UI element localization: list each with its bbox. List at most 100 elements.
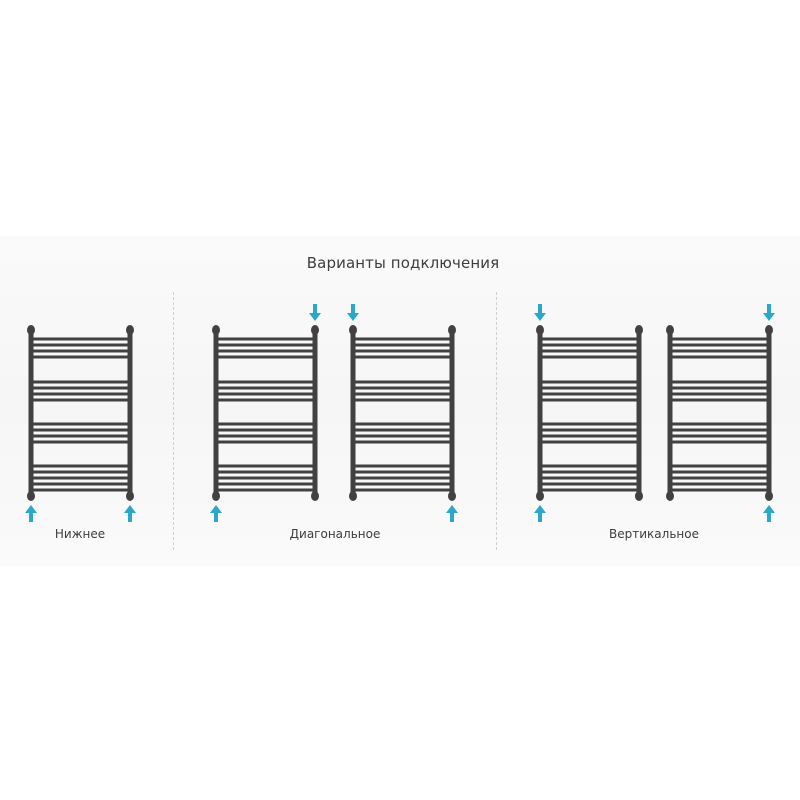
rail-bar	[31, 386, 130, 390]
rail-post	[667, 330, 673, 496]
rail-bar	[670, 470, 769, 474]
rail-bar	[353, 464, 452, 468]
rail-bar	[353, 386, 452, 390]
rail-bar	[353, 476, 452, 480]
rail-bar	[353, 349, 452, 353]
rail-bar	[353, 337, 452, 341]
rail-bar	[540, 343, 639, 347]
rail-bar	[540, 428, 639, 432]
rail-bar	[31, 380, 130, 384]
rail-knob	[27, 325, 35, 335]
rail-bar	[353, 428, 452, 432]
rail-bar	[216, 488, 315, 492]
rail-knob	[349, 325, 357, 335]
rail-bar	[670, 343, 769, 347]
rail-bar	[216, 398, 315, 402]
rail-bar	[31, 422, 130, 426]
rail-bar	[670, 386, 769, 390]
rail-bar	[670, 398, 769, 402]
rail-knob	[765, 325, 773, 335]
rail-bar	[540, 392, 639, 396]
rail-post	[537, 330, 543, 496]
rail-bar	[31, 349, 130, 353]
rail-bar	[670, 440, 769, 444]
rail-bar	[540, 380, 639, 384]
arrow-up-icon	[124, 505, 136, 522]
rail-post	[449, 330, 455, 496]
arrow-up-icon	[210, 505, 222, 522]
rail-bar	[31, 488, 130, 492]
rail-knob	[635, 491, 643, 501]
rail-bar	[31, 337, 130, 341]
arrow-down-icon	[534, 304, 546, 321]
rail-post	[28, 330, 34, 496]
rail-knob	[126, 491, 134, 501]
rail-knob	[448, 491, 456, 501]
rail-bar	[31, 440, 130, 444]
arrow-up-icon	[446, 505, 458, 522]
rail-bar	[31, 464, 130, 468]
rail-knob	[311, 325, 319, 335]
rail-knob	[448, 325, 456, 335]
arrow-up-icon	[763, 505, 775, 522]
rail-post	[312, 330, 318, 496]
rail-post	[766, 330, 772, 496]
rail-bar	[670, 392, 769, 396]
rail-knob	[212, 325, 220, 335]
rail-knob	[536, 491, 544, 501]
rail-bar	[540, 482, 639, 486]
rail-bar	[670, 476, 769, 480]
rail-bar	[540, 355, 639, 359]
rail-post	[213, 330, 219, 496]
rail-bar	[540, 470, 639, 474]
group-separator	[173, 292, 174, 550]
rail-bar	[353, 440, 452, 444]
rail-bar	[31, 355, 130, 359]
rail-bar	[216, 464, 315, 468]
rail-bar	[216, 380, 315, 384]
rail-bar	[353, 422, 452, 426]
rail-knob	[126, 325, 134, 335]
rail-bar	[540, 476, 639, 480]
arrow-down-icon	[763, 304, 775, 321]
rail-bar	[216, 482, 315, 486]
diagram-title: Варианты подключения	[306, 254, 500, 272]
group-label-vertical: Вертикальное	[609, 527, 699, 541]
rail-post	[127, 330, 133, 496]
rail-bar	[216, 343, 315, 347]
rail-bar	[670, 355, 769, 359]
rail-bar	[353, 343, 452, 347]
rail-knob	[212, 491, 220, 501]
rail-bar	[540, 422, 639, 426]
rail-bar	[670, 380, 769, 384]
rail-bar	[216, 349, 315, 353]
rail-bar	[353, 398, 452, 402]
rail-knob	[765, 491, 773, 501]
rail-bar	[31, 434, 130, 438]
group-label-diagonal: Диагональное	[289, 527, 381, 541]
rail-bar	[216, 337, 315, 341]
rail-bar	[216, 440, 315, 444]
rail-bar	[353, 470, 452, 474]
rail-bar	[31, 343, 130, 347]
rail-bar	[670, 428, 769, 432]
rail-bar	[540, 434, 639, 438]
rail-knob	[349, 491, 357, 501]
rail-knob	[666, 325, 674, 335]
rail-bar	[670, 488, 769, 492]
rail-bar	[540, 337, 639, 341]
rail-bar	[216, 355, 315, 359]
rail-bar	[670, 422, 769, 426]
rail-bar	[353, 434, 452, 438]
rail-bar	[31, 428, 130, 432]
rail-post	[350, 330, 356, 496]
rail-bar	[540, 440, 639, 444]
rail-post	[636, 330, 642, 496]
rail-bar	[31, 476, 130, 480]
rail-knob	[666, 491, 674, 501]
